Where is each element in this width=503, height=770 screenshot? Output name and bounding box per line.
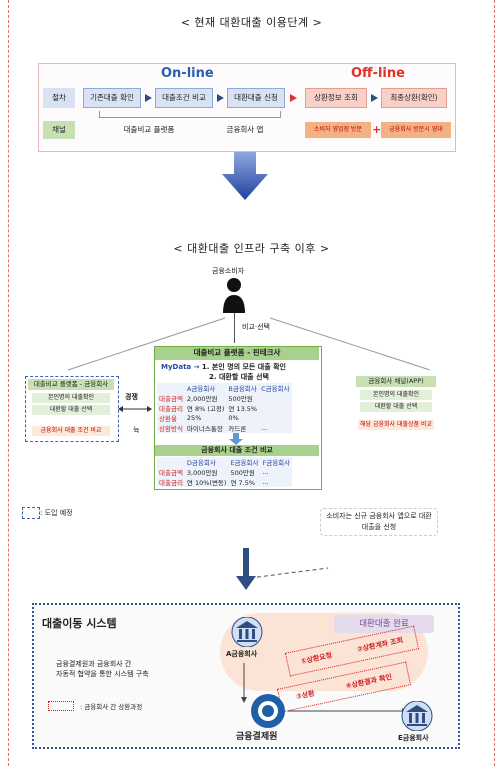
arrow-icon: [217, 94, 224, 102]
platform-center: 대출비교 플랫폼 - 핀테크사 MyData → 1. 본인 명의 모든 대출 …: [154, 346, 322, 490]
current-stage-title: < 현재 대환대출 이용단계 >: [180, 16, 323, 29]
table-row: 대출금액 2,000만원 500만원: [159, 395, 253, 403]
table1-header: C금융회사: [261, 385, 290, 393]
bank-e-label: E금융회사: [398, 734, 429, 742]
system-title: 대출이동 시스템: [42, 617, 117, 630]
connector-lines: [241, 663, 247, 703]
kftc-logo-icon: [251, 694, 285, 728]
down-arrow-icon: [229, 433, 243, 445]
bank-a-label: A금융회사: [226, 650, 258, 658]
mydata-line1: 1. 본인 명의 모든 대출 확인: [201, 363, 286, 371]
step-repay-info: 상환정보 조회: [305, 88, 367, 108]
offline-label: Off-line: [351, 66, 405, 81]
table-row: 대출금리 연 8% (고정) 연 13.5%: [159, 405, 258, 413]
system-desc1: 금융결제원과 금융회사 간: [56, 660, 132, 668]
table1-header: A금융회사: [186, 385, 216, 393]
table-row: 대출금리 연 10%(변동) 연 7.5% ...: [159, 478, 269, 487]
platform-left: 대출비교 플랫폼 - 금융회사 본인명의 대출확인 대환할 대출 선택 금융회사…: [25, 376, 119, 442]
table2-header: E금융회사: [230, 459, 259, 467]
bank-icon: [231, 617, 263, 647]
table2-header: F금융회사: [262, 459, 291, 467]
consumer-line: [234, 313, 235, 343]
online-bracket: [99, 111, 281, 118]
compare-title: 금융회사 대출 조건 비교: [155, 445, 319, 456]
down-arrow-icon: [222, 152, 268, 200]
loan-table-current: A금융회사 B금융회사 C금융회사 대출금액 2,000만원 500만원 대출금…: [157, 383, 292, 433]
platform-left-line1: 본인명의 대출확인: [32, 393, 110, 403]
arrow-icon: [371, 94, 378, 102]
step-final-repay: 최종상환(확인): [381, 88, 447, 108]
connector-lines: [67, 317, 431, 371]
step2-label: ②상환계좌 조회: [356, 636, 404, 654]
step-apply-refinance: 대환대출 신청: [227, 88, 285, 108]
row-process-label: 절차: [43, 88, 75, 108]
consumer-label: 금융소비자: [212, 267, 245, 275]
step-existing-loan: 기존대출 확인: [83, 88, 141, 108]
page-frame: [8, 0, 495, 766]
table-row: 상환방식 마이너스통장 카드론 ...: [159, 424, 268, 433]
dashed-connector: [250, 567, 329, 579]
kftc-label: 금융결제원: [236, 732, 278, 742]
bank-icon: [401, 701, 433, 731]
platform-right-line3: 해당 금융회사 대출상품 비교: [358, 420, 434, 430]
channel-bank-app: 금융회사 앱: [226, 124, 264, 134]
note-right: 소비자는 신규 금융회사 앱으로 대환대출을 신청: [320, 508, 438, 536]
step1-label: ①상환요청: [300, 651, 333, 666]
arrow-icon: [290, 94, 297, 102]
table-row: 대출금액 3,000만원 500만원 ...: [159, 468, 269, 477]
after-infra-title: < 대환대출 인프라 구축 이후 >: [173, 242, 330, 255]
loan-table-offers: D금융회사 E금융회사 F금융회사 대출금액 3,000만원 500만원 ...…: [157, 457, 293, 487]
competition-mark: 뉵: [133, 426, 140, 434]
compare-select-label: 비교·선택: [242, 323, 270, 331]
loan-transfer-system: 대출이동 시스템 금융결제원과 금융회사 간 자동적 협약을 통한 시스템 구축…: [32, 603, 460, 749]
legend-process-swatch: [48, 701, 74, 711]
plus-icon: +: [372, 123, 382, 136]
complete-badge: 대환대출 완료: [334, 615, 434, 633]
mydata-prefix: MyData →: [161, 363, 200, 371]
platform-left-line2: 대환할 대출 선택: [32, 405, 110, 415]
platform-right-line1: 본인명의 대출확인: [360, 390, 432, 400]
legend-planned: : 도입 예정: [40, 509, 73, 517]
double-arrow-icon: [118, 406, 152, 412]
platform-right-line2: 대환할 대출 선택: [360, 402, 432, 412]
down-arrow-icon: [236, 548, 256, 590]
mydata-line2: 2. 대환할 대출 선택: [209, 373, 269, 381]
platform-right-title: 금융회사 채널(APP): [356, 376, 436, 387]
platform-right: 금융회사 채널(APP) 본인명의 대출확인 대환할 대출 선택 해당 금융회사…: [356, 376, 436, 432]
table2-header: D금융회사: [186, 459, 216, 467]
system-desc2: 자동적 협약을 통한 시스템 구축: [56, 670, 149, 678]
step-compare-terms: 대출조건 비교: [155, 88, 213, 108]
connector-lines: [288, 708, 406, 714]
table1-header: B금융회사: [228, 385, 257, 393]
row-channel-label: 채널: [43, 121, 75, 139]
legend-planned-swatch: [22, 507, 40, 519]
table-row: 상환율 25% 0%: [159, 414, 239, 423]
platform-left-line3: 금융회사 대출 조건 비교: [32, 426, 110, 436]
step4-label: ④상환결과 확인: [345, 672, 393, 691]
channel-platform: 대출비교 플랫폼: [123, 124, 175, 134]
platform-left-title: 대출비교 플랫폼 - 금융회사: [28, 379, 114, 390]
arrow-icon: [145, 94, 152, 102]
current-process-panel: On-line Off-line 절차 채널 기존대출 확인 대출조건 비교 대…: [38, 63, 456, 152]
channel-bank-visit: 금융회사 방문시 영대: [381, 122, 451, 138]
online-label: On-line: [161, 66, 214, 81]
person-icon: [223, 278, 245, 313]
channel-branch-visit: 소비자 영업점 방문: [305, 122, 371, 138]
legend-process: : 금융회사 간 상환과정: [80, 703, 143, 711]
competition-label: 경쟁: [125, 393, 138, 401]
platform-center-title: 대출비교 플랫폼 - 핀테크사: [155, 347, 319, 360]
